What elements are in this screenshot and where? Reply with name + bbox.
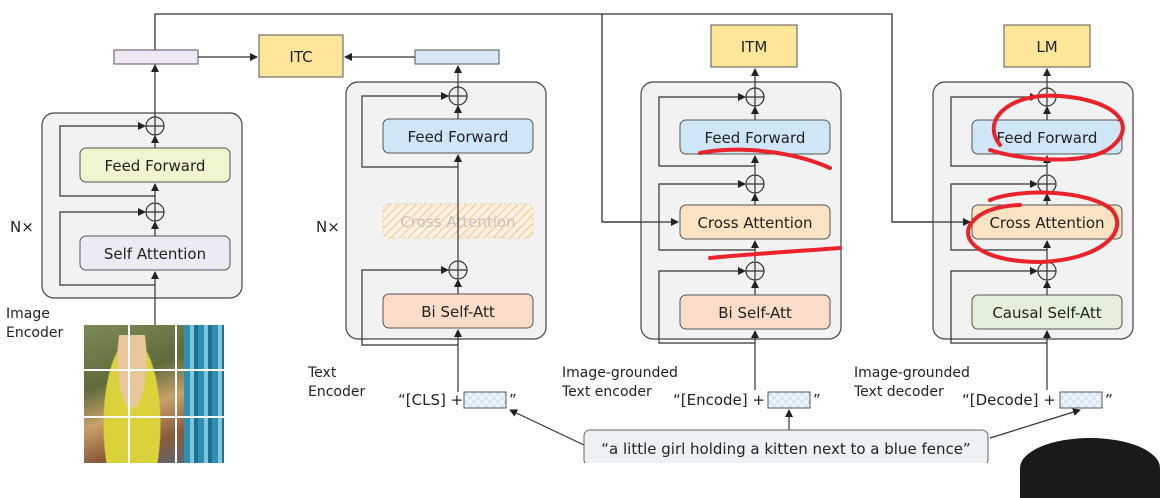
itc-head: ITC <box>198 34 415 78</box>
text-encoder-bi-self-att-label: Bi Self-Att <box>421 303 495 321</box>
image-encoder-label-line1: Image <box>6 306 50 322</box>
itm-head <box>710 24 798 68</box>
text-encoder-label-line2: Encoder <box>308 384 365 400</box>
caption-text: “a little girl holding a kitten next to … <box>601 440 970 458</box>
grounded-encoder-label-line1: Image-grounded <box>562 365 678 381</box>
caption-arrows <box>509 408 1081 446</box>
decoder-label-line2: Text decoder <box>853 384 944 400</box>
red-annotations <box>698 93 1125 265</box>
decoder-input-slot <box>1059 391 1103 409</box>
image-encoder-self-attention-label: Self Attention <box>104 245 206 263</box>
caption-box <box>583 429 989 463</box>
grounded-encoder-feed-forward-label: Feed Forward <box>705 129 806 147</box>
input-image <box>84 325 224 463</box>
presenter-silhouette <box>1020 438 1160 498</box>
decoder-feed-forward-label: Feed Forward <box>997 129 1098 147</box>
grounded-text-encoder: ITM Feed Forward Cross Attention Bi Self… <box>561 24 842 409</box>
grounded-encoder-input: “[Encode] + <box>673 391 765 409</box>
text-encoder-multiplier: N× <box>316 218 340 236</box>
grounded-encoder-input-close: ” <box>813 391 821 409</box>
grounded-text-decoder: LM Feed Forward Cross Attention Causal S… <box>853 24 1134 409</box>
grounded-encoder-add-icon <box>745 87 765 281</box>
image-encoder-feed-forward-label: Feed Forward <box>105 157 206 175</box>
grounded-encoder-bi-self-att-label: Bi Self-Att <box>718 304 792 322</box>
lm-head <box>1003 24 1091 68</box>
decoder-label-line1: Image-grounded <box>854 365 970 381</box>
grounded-encoder-cross-attention-label: Cross Attention <box>697 214 812 232</box>
itm-label: ITM <box>741 38 768 56</box>
decoder-input: “[Decode] + <box>962 391 1056 409</box>
image-embedding-bar <box>113 49 199 65</box>
image-encoder-multiplier: N× <box>10 218 34 236</box>
decoder-causal-self-att-label: Causal Self-Att <box>992 304 1101 322</box>
image-encoder: Feed Forward Self Attention N× Image Enc… <box>6 49 243 341</box>
decoder-input-close: ” <box>1105 391 1113 409</box>
grounded-encoder-input-slot <box>767 391 811 409</box>
text-encoder-feed-forward-label: Feed Forward <box>408 128 509 146</box>
image-patch-grid <box>84 325 224 463</box>
decoder-cross-attention-label: Cross Attention <box>989 214 1104 232</box>
lm-label: LM <box>1036 38 1057 56</box>
text-encoder-input-slot <box>463 391 507 409</box>
blip-architecture-diagram: Feed Forward Self Attention N× Image Enc… <box>6 13 1134 463</box>
text-encoder-add-icon <box>448 86 468 280</box>
text-encoder-input-close: ” <box>509 391 517 409</box>
image-encoder-add-icon <box>145 116 165 222</box>
text-encoder-input: “[CLS] + <box>398 391 463 409</box>
text-encoder: Feed Forward Cross Attention Bi Self-Att… <box>307 49 547 409</box>
text-embedding-bar <box>414 49 500 65</box>
text-encoder-label-line1: Text <box>307 365 337 381</box>
itc-label: ITC <box>289 48 312 66</box>
grounded-encoder-label-line2: Text encoder <box>561 384 652 400</box>
image-encoder-label-line2: Encoder <box>6 325 63 341</box>
